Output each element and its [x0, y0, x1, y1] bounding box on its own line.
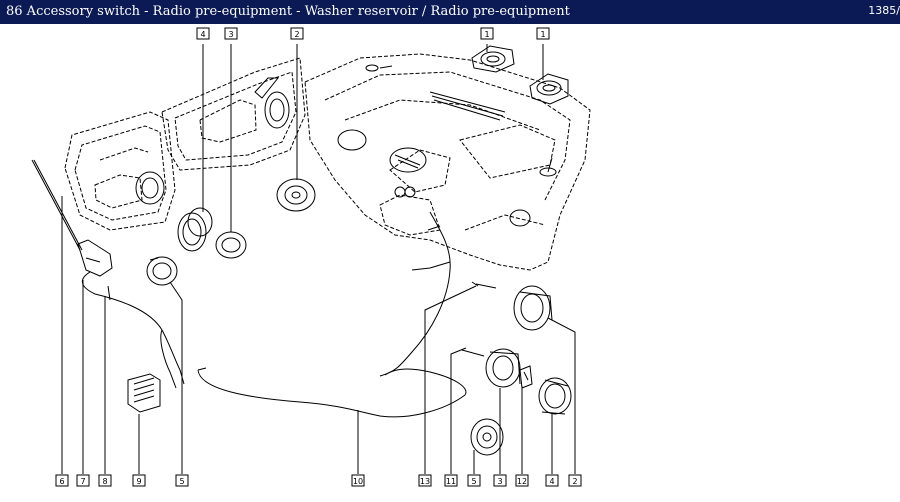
bottom-callout-4: 4	[545, 474, 559, 487]
mounting-clip	[519, 365, 533, 389]
top-callout-1: 1	[536, 27, 550, 40]
top-callout-3: 3	[224, 27, 238, 40]
antenna-cable	[81, 271, 185, 389]
callout-label: 2	[572, 477, 577, 486]
callout-label: 5	[471, 477, 476, 486]
callout-label: 13	[420, 477, 430, 486]
speaker-bottom-5	[470, 418, 504, 456]
dashboard	[304, 53, 591, 271]
callout-label: 12	[517, 477, 527, 486]
bottom-callout-5: 5	[175, 474, 189, 487]
bottom-callout-9: 9	[132, 474, 146, 487]
speaker-ring-bottom	[538, 377, 572, 415]
callout-label: 1	[540, 30, 545, 39]
bottom-callout-3: 3	[493, 474, 507, 487]
bottom-callout-13: 13	[418, 474, 432, 487]
callout-label: 3	[497, 477, 502, 486]
callout-label: 2	[294, 30, 299, 39]
rear-speaker	[146, 256, 178, 286]
bottom-leaders	[61, 196, 576, 474]
door-speaker	[276, 178, 316, 212]
bottom-speaker-large	[513, 285, 553, 331]
antenna	[31, 159, 113, 277]
top-callout-1: 1	[480, 27, 494, 40]
radio-feed-cable	[197, 367, 467, 418]
top-callout-2: 2	[290, 27, 304, 40]
callout-label: 9	[136, 477, 141, 486]
dashboard-vent-grille	[429, 91, 506, 121]
speaker-housing	[485, 348, 521, 388]
callout-label: 7	[80, 477, 85, 486]
callout-label: 11	[446, 477, 456, 486]
top-leaders	[202, 44, 544, 232]
top-callouts: 4 3 2 1 1	[196, 27, 550, 40]
rear-door-speaker-seat	[135, 171, 165, 205]
bottom-callout-6: 6	[55, 474, 69, 487]
front-door-speaker-seat	[264, 91, 290, 129]
page-number: 1385/	[868, 4, 900, 17]
door-handle	[254, 77, 280, 99]
tweeter-left	[471, 45, 515, 73]
bottom-callout-10: 10	[351, 474, 365, 487]
callout-label: 1	[484, 30, 489, 39]
bottom-callout-2: 2	[568, 474, 582, 487]
bottom-callout-7: 7	[76, 474, 90, 487]
dash-harness	[379, 211, 451, 377]
speaker-ring	[177, 207, 213, 252]
bottom-callout-5: 5	[467, 474, 481, 487]
bottom-callouts: 6 7 8 9 5 10 13 11 5 3 12 4 2	[55, 474, 582, 487]
callout-label: 5	[179, 477, 184, 486]
callout-label: 8	[102, 477, 107, 486]
dashboard-vent-right	[509, 209, 531, 227]
callout-label: 6	[59, 477, 64, 486]
tweeter-right	[529, 73, 569, 105]
screw	[471, 281, 497, 289]
speaker-spacer	[215, 231, 247, 259]
callout-label: 3	[228, 30, 233, 39]
top-callout-4: 4	[196, 27, 210, 40]
callout-label: 4	[200, 30, 205, 39]
bottom-callout-12: 12	[515, 474, 529, 487]
front-door-panel	[161, 57, 306, 171]
switch-bracket	[127, 373, 161, 413]
title-bar: 86 Accessory switch - Radio pre-equipmen…	[0, 0, 900, 24]
callout-label: 4	[549, 477, 554, 486]
page-title: 86 Accessory switch - Radio pre-equipmen…	[6, 4, 570, 19]
dashboard-vent-left	[337, 129, 367, 151]
callout-label: 10	[353, 477, 363, 486]
bottom-callout-8: 8	[98, 474, 112, 487]
bottom-callout-11: 11	[444, 474, 458, 487]
rear-door-panel	[64, 111, 176, 231]
